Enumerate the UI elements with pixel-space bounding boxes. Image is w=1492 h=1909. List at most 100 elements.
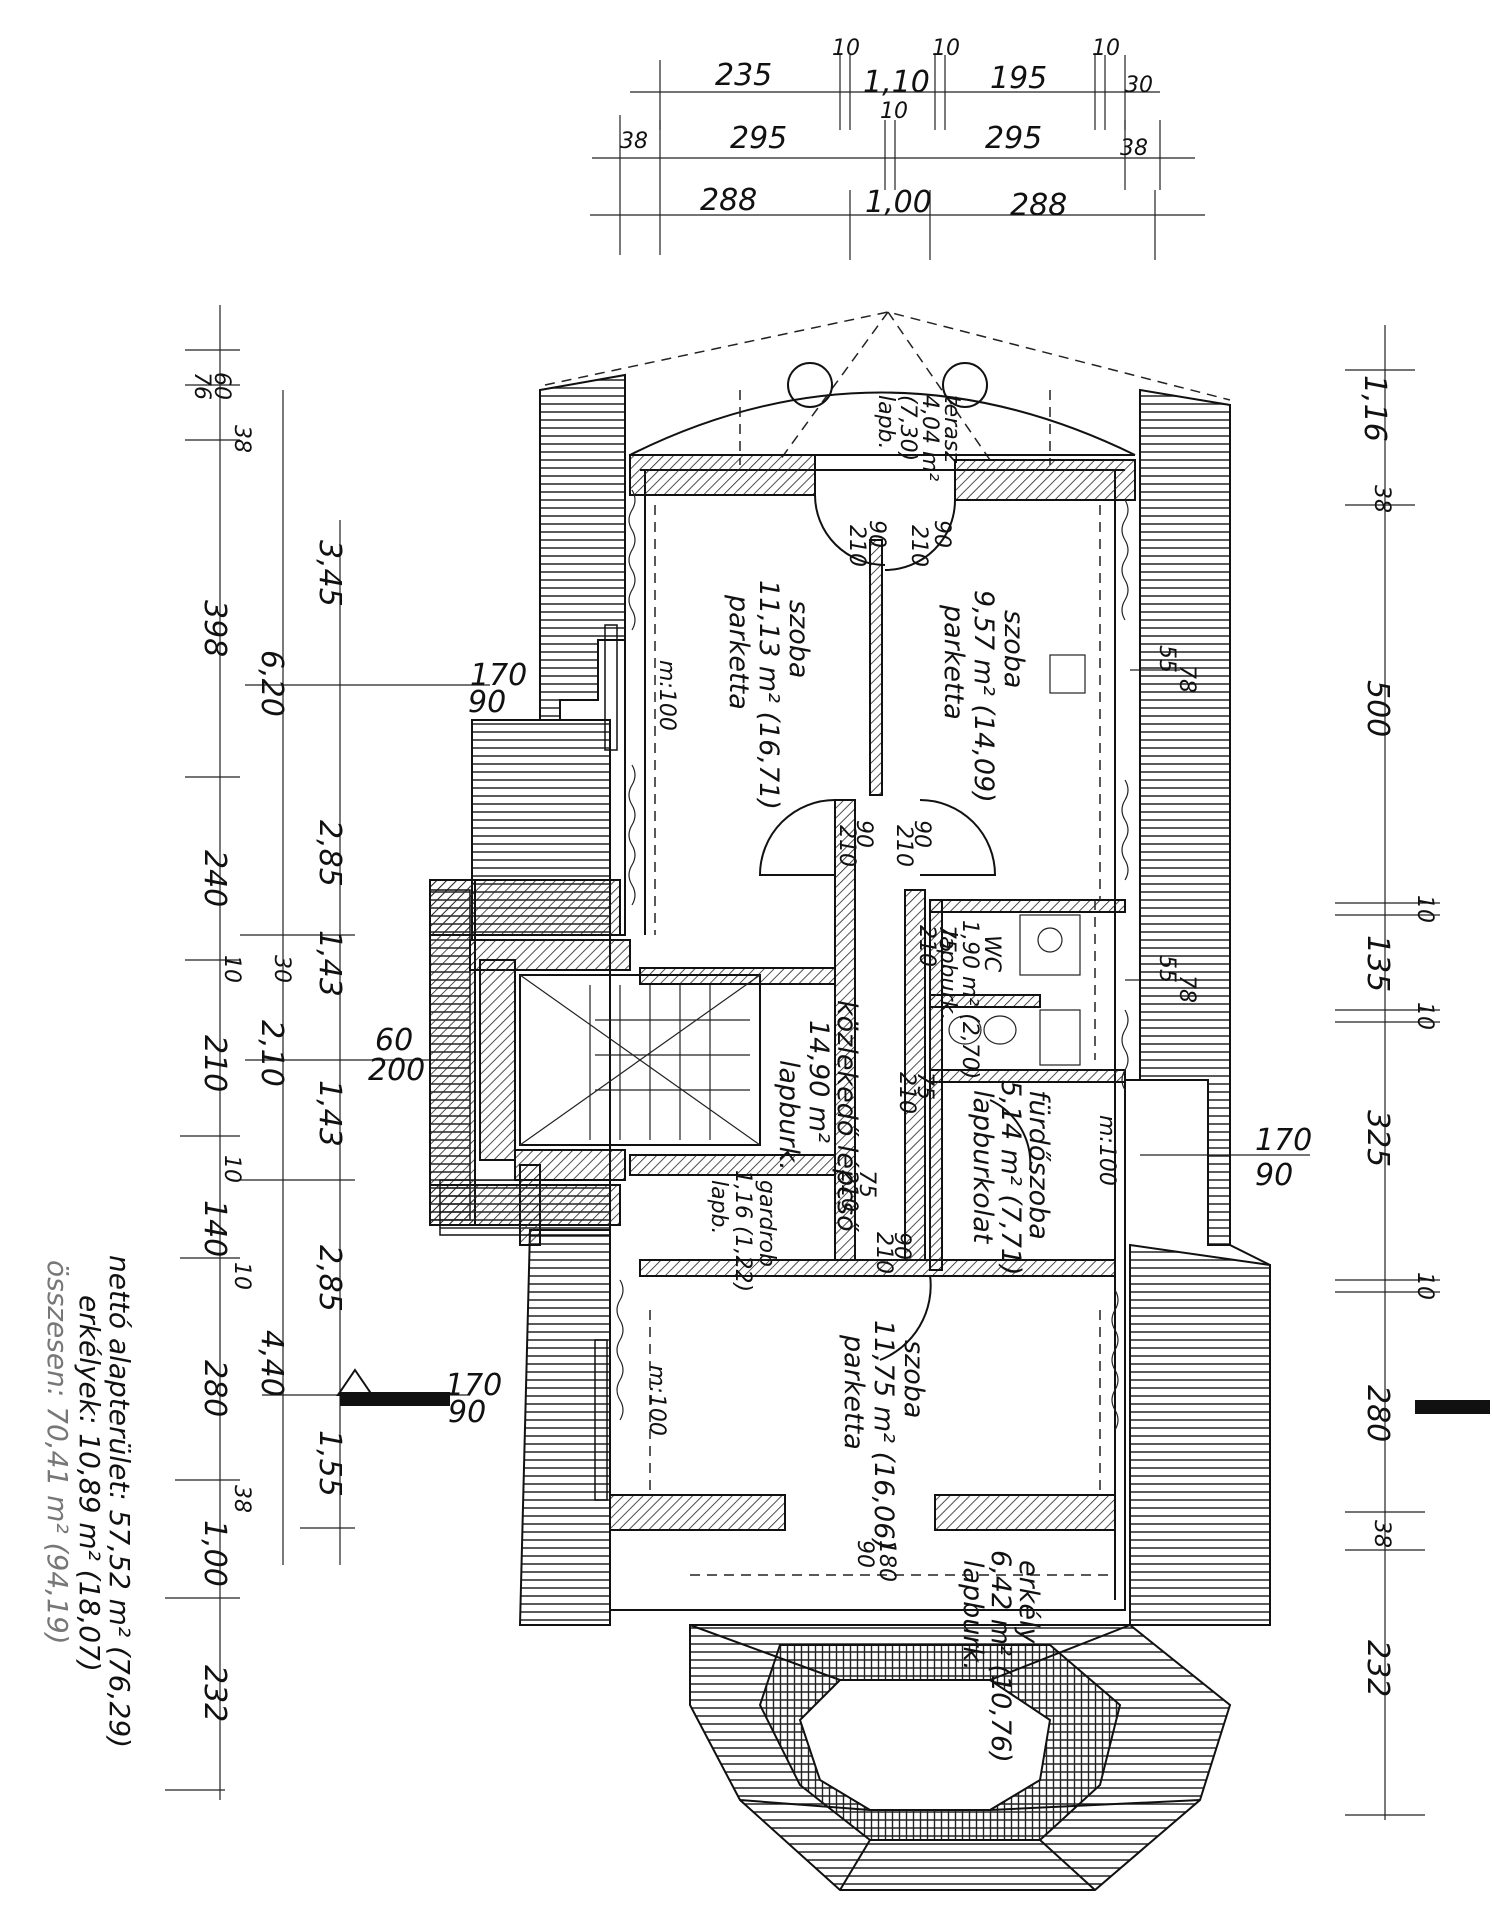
room-szoba-1: szoba 11,13 m² (16,71) parketta [723, 580, 814, 810]
dim-label: 288 [1010, 188, 1067, 223]
opening-label: 90 [889, 1232, 914, 1260]
dim-label: 76 [189, 372, 214, 400]
dim-label: 10 [219, 1155, 244, 1183]
dim-label: 1,00 [197, 1520, 232, 1587]
dim-label: 10 [219, 955, 244, 983]
room-kozlekedo: 14,90 m² közlekedő lépcső lapburk. [773, 1000, 862, 1232]
opening-label: 170 [470, 658, 527, 693]
top-dimension-lines [590, 55, 1205, 260]
svg-text:terasz: terasz [939, 395, 964, 463]
opening-label: 210 [834, 825, 859, 867]
svg-text:közlekedő lépcső: közlekedő lépcső [831, 1000, 862, 1232]
dim-label: 10 [880, 99, 908, 124]
svg-text:fürdőszoba: fürdőszoba [1023, 1090, 1054, 1240]
opening-label: 60 [375, 1023, 413, 1058]
svg-text:5,14 m² (7,71): 5,14 m² (7,71) [995, 1080, 1026, 1276]
svg-text:parketta: parketta [838, 1334, 869, 1450]
opening-label: 180 [874, 1540, 899, 1582]
parapet-label: m:100 [654, 660, 679, 731]
opening-labels: 170 90 60 200 170 90 55 78 55 78 170 90 … [368, 520, 1312, 1582]
svg-text:lapburk.: lapburk. [773, 1060, 804, 1171]
dim-label: 2,85 [312, 1245, 347, 1312]
opening-label: 210 [906, 525, 931, 567]
svg-text:WC: WC [979, 935, 1004, 973]
area-summary: nettó alapterület: 57,52 m² (76,29) erké… [41, 1255, 136, 1748]
dim-label: 4,40 [254, 1330, 289, 1397]
room-terasz: terasz 4,04 m² (7,30) lapb. [873, 395, 964, 481]
dim-label: 295 [985, 121, 1042, 156]
roof-eaves [471, 311, 1271, 1626]
svg-text:11,75 m² (16,06): 11,75 m² (16,06) [868, 1320, 899, 1550]
dim-label: 240 [197, 850, 232, 907]
opening-label: 90 [929, 520, 954, 548]
dim-label: 325 [1360, 1110, 1395, 1167]
svg-text:1,16 (1,22): 1,16 (1,22) [730, 1170, 755, 1292]
section-marker-right [1415, 1400, 1490, 1414]
opening-label: 170 [445, 1368, 502, 1403]
dim-label: 38 [1369, 1520, 1394, 1548]
svg-text:parketta: parketta [723, 594, 754, 710]
opening-label: 210 [836, 1170, 861, 1212]
dim-label: 30 [1125, 73, 1153, 98]
svg-text:4,04 m²: 4,04 m² [917, 395, 942, 481]
dim-label: 60 [209, 372, 234, 400]
opening-label: 55 [1154, 645, 1179, 673]
dim-label: 6,20 [254, 650, 289, 717]
opening-label: 90 [864, 520, 889, 548]
dim-label: 135 [1360, 935, 1395, 992]
dim-label: 1,16 [1357, 375, 1392, 442]
opening-label: 90 [851, 820, 876, 848]
dim-label: 195 [990, 61, 1047, 96]
dim-label: 3,45 [312, 540, 347, 607]
opening-label: 78 [1174, 975, 1199, 1003]
parapet-label: m:100 [644, 1365, 669, 1436]
room-szoba-2: szoba 9,57 m² (14,09) parketta [938, 590, 1029, 803]
dim-label: 1,55 [312, 1430, 347, 1497]
summary-line-1: nettó alapterület: 57,52 m² (76,29) [103, 1255, 136, 1748]
parapet-label: m:100 [1094, 1115, 1119, 1186]
summary-line-2: erkélyek: 10,89 m² (18,07) [73, 1295, 106, 1672]
room-furdo: fürdőszoba 5,14 m² (7,71) lapburkolat [967, 1080, 1054, 1276]
svg-text:lapburk.: lapburk. [935, 930, 960, 1020]
svg-text:gardrob: gardrob [754, 1180, 779, 1267]
bathroom-fixtures [948, 654, 1096, 1066]
dim-label: 30 [269, 955, 294, 983]
dim-label: 38 [229, 425, 254, 453]
opening-label: 90 [1255, 1158, 1293, 1193]
windows [594, 489, 1129, 1501]
svg-text:lapb.: lapb. [873, 395, 898, 450]
dim-label: 1,43 [312, 930, 347, 997]
dim-label: 140 [197, 1200, 232, 1257]
svg-text:14,90 m²: 14,90 m² [803, 1020, 834, 1143]
dim-label: 10 [1412, 1272, 1437, 1300]
dim-label: 235 [715, 58, 772, 93]
opening-label: 200 [368, 1053, 425, 1088]
opening-label: 210 [891, 825, 916, 867]
dim-label: 10 [1412, 895, 1437, 923]
svg-text:lapburkolat: lapburkolat [967, 1090, 998, 1245]
opening-label: 210 [914, 925, 939, 967]
dim-label: 1,43 [312, 1080, 347, 1147]
svg-text:szoba: szoba [898, 1340, 929, 1418]
opening-label: 90 [852, 1540, 877, 1568]
dim-label: 38 [620, 129, 648, 154]
left-dimension-labels: 76 60 38 398 240 10 30 210 10 140 10 280… [189, 372, 347, 1722]
opening-label: 78 [1174, 665, 1199, 693]
dim-label: 38 [229, 1485, 254, 1513]
dashed-lines [649, 505, 1110, 1576]
dim-label: 38 [1120, 136, 1148, 161]
dim-label: 10 [932, 36, 960, 61]
opening-label: 210 [871, 1232, 896, 1274]
opening-label: 75 [934, 925, 959, 953]
svg-text:lapburk.: lapburk. [957, 1560, 988, 1671]
dim-label: 280 [197, 1360, 232, 1417]
svg-text:erkély: erkély [1013, 1560, 1044, 1644]
room-gardrob: gardrob 1,16 (1,22) lapb. [706, 1170, 779, 1292]
summary-line-3: összesen: 70,41 m² (94,19) [41, 1260, 74, 1645]
parapet-labels: m:100 m:100 m:100 [644, 660, 1119, 1436]
room-szoba-3: szoba 11,75 m² (16,06) parketta [838, 1320, 929, 1550]
room-erkely: erkély 6,42 m² (10,76) lapburk. [957, 1550, 1044, 1763]
opening-label: 75 [854, 1170, 879, 1198]
top-dimension-labels: 235 10 1,10 10 195 10 30 38 295 10 295 3… [620, 36, 1153, 223]
